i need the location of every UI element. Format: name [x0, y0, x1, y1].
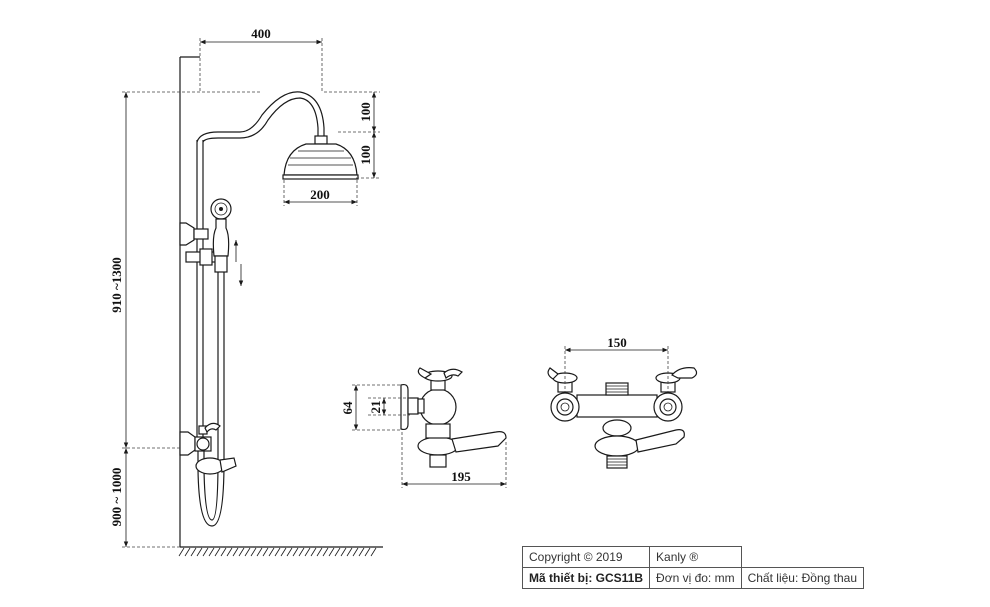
- dim-910-1300: 910 ~1300: [109, 257, 124, 313]
- floor-hatch: [178, 546, 383, 557]
- dimension-head-vertical: 100 100: [324, 91, 380, 179]
- unit-cell: Đơn vị đo: mm: [649, 567, 742, 589]
- mixer-front-view: [547, 367, 698, 469]
- dim-200: 200: [310, 187, 330, 202]
- dim-64: 64: [340, 401, 355, 415]
- title-block: Copyright © 2019 Kanly ® Mã thiết bị: GC…: [521, 546, 865, 589]
- copyright-cell: Copyright © 2019: [521, 546, 651, 568]
- dim-100-top: 100: [358, 102, 373, 122]
- dim-900-1000: 900 ~ 1000: [109, 468, 124, 527]
- dimension-head-reach: 400: [199, 26, 323, 92]
- wall: [179, 56, 200, 547]
- hand-shower: [185, 198, 232, 527]
- wall-mixer: [179, 422, 237, 475]
- shower-riser: [196, 91, 359, 437]
- dimension-head-diameter: 200: [283, 180, 358, 206]
- dim-400: 400: [251, 26, 271, 41]
- shower-head: [283, 143, 358, 176]
- brand-cell: Kanly ®: [649, 546, 742, 568]
- dimension-side: 64 21 195: [340, 384, 507, 488]
- dim-150: 150: [607, 335, 627, 350]
- mixer-side-view: [400, 367, 507, 468]
- dimension-front: 150: [564, 335, 669, 392]
- dimension-mixer-height: 900 ~ 1000: [109, 448, 180, 548]
- dim-21: 21: [368, 401, 383, 414]
- dimension-riser-height: 910 ~1300: [109, 91, 262, 449]
- material-cell: Chất liệu: Đồng thau: [740, 567, 865, 589]
- model-cell: Mã thiết bị: GCS11B: [521, 567, 651, 589]
- dim-195: 195: [451, 469, 471, 484]
- slide-arrows-icon: [233, 240, 244, 286]
- wall-bracket-upper: [179, 222, 209, 246]
- dim-100-head: 100: [358, 145, 373, 165]
- empty-cell: [740, 546, 864, 568]
